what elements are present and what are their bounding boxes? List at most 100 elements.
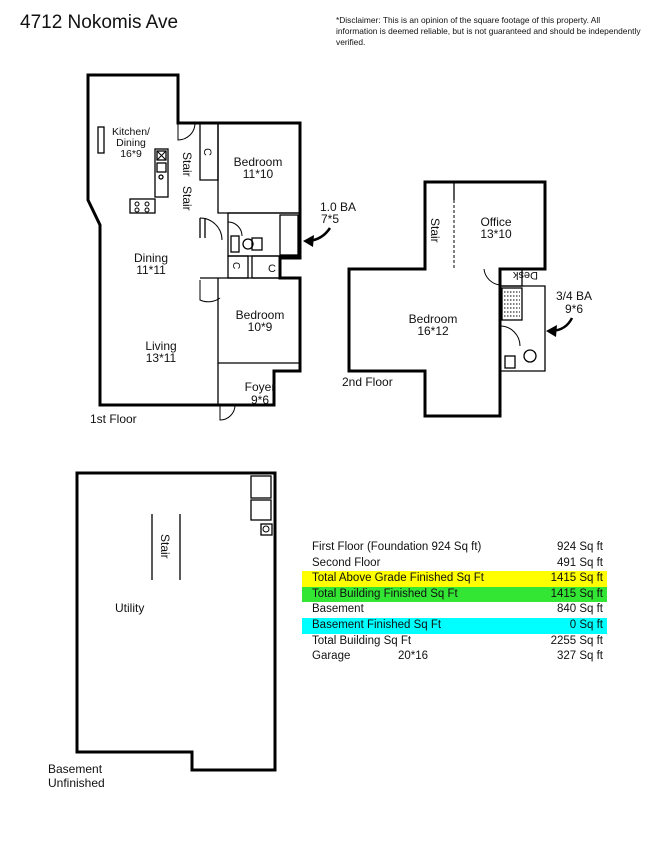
basement-sink-drain <box>262 525 270 533</box>
stair-label-a: Stair <box>180 152 194 177</box>
range-burner-4 <box>144 207 150 213</box>
property-address: 4712 Nokomis Ave <box>20 12 179 33</box>
bedroom-top-label: Bedroom <box>234 155 283 169</box>
stair-lower-wall <box>199 218 206 238</box>
summary-row-label: Total Building Sq Ft <box>312 634 412 647</box>
foyer-label: Foyer <box>245 380 276 394</box>
front-door-swing <box>219 404 236 421</box>
bath2-door-swing <box>499 325 521 347</box>
shower-pattern <box>504 291 520 317</box>
range-burner <box>158 174 164 180</box>
closet-left-label: C <box>230 262 241 269</box>
summary-row-value: 2255 Sq ft <box>550 634 603 647</box>
summary-row-value: 0 Sq ft <box>569 618 603 631</box>
bedroom2-door-swing <box>483 268 501 286</box>
bath2-pointer-arrowhead <box>546 325 557 337</box>
bathtub <box>279 214 299 256</box>
summary-row-value: 327 Sq ft <box>556 650 603 663</box>
summary-row: Basement Finished Sq Ft 0 Sq ft <box>302 617 607 634</box>
desk-label: Desk <box>512 269 538 281</box>
summary-row-label: Garage <box>312 650 351 663</box>
summary-row: Second Floor 491 Sq ft <box>302 556 607 572</box>
basement-appliance-2 <box>250 499 272 521</box>
first-floor-plan: Kitchen/ Dining 16*9 Stair Stair C Bedro… <box>86 73 356 426</box>
kitchen-counter <box>154 148 169 198</box>
summary-row: Total Above Grade Finished Sq Ft 1415 Sq … <box>302 571 607 587</box>
kitchen-sink <box>156 150 167 161</box>
bedroom-bottom-dims: 10*9 <box>248 320 273 334</box>
bath-vanity <box>230 235 240 253</box>
kitchen-door-swing <box>177 122 196 141</box>
bath2-sink <box>504 355 516 369</box>
dining-label: Dining <box>134 251 168 265</box>
square-footage-summary: First Floor (Foundation 924 Sq ft) 924 Sq… <box>302 540 607 665</box>
living-label: Living <box>145 339 176 353</box>
office-label: Office <box>480 215 511 229</box>
first-floor-label: 1st Floor <box>90 412 137 426</box>
bedroom-2f-dims: 16*12 <box>417 324 449 338</box>
summary-row: Basement 840 Sq ft <box>302 602 607 618</box>
range-burner-3 <box>134 207 140 213</box>
summary-row: Total Building Finished Sq Ft 1415 Sq ft <box>302 586 607 603</box>
kitchen-label-line2: Dining <box>116 137 146 149</box>
bedroom-bottom-door <box>199 280 221 303</box>
kitchen-range <box>129 198 156 214</box>
bath-walls <box>500 285 546 372</box>
bath2-toilet <box>523 349 537 363</box>
bath-dims: 7*5 <box>321 212 339 226</box>
first-floor-outline <box>86 73 302 407</box>
basement-plan: Stair Utility Basement Unfinished <box>48 471 277 790</box>
stair-label-b: Stair <box>180 186 194 211</box>
bedroom-bottom-label: Bedroom <box>236 308 285 322</box>
office-dims: 13*10 <box>480 227 512 241</box>
basement-outline <box>75 471 277 772</box>
dining-dims: 11*11 <box>136 263 166 277</box>
bath-2f-label: 3/4 BA <box>556 289 592 303</box>
foyer-dims: 9*6 <box>251 393 269 407</box>
summary-row-label: Second Floor <box>312 556 381 569</box>
second-floor-label: 2nd Floor <box>342 375 393 389</box>
sink-mark <box>156 150 167 161</box>
summary-row-value: 1415 Sq ft <box>550 572 603 585</box>
summary-row-value: 491 Sq ft <box>556 556 603 569</box>
kitchen-label: Kitchen/ <box>112 126 150 138</box>
closet-top-label: C <box>201 148 213 156</box>
utility-label: Utility <box>115 601 144 615</box>
dishwasher <box>156 162 167 173</box>
disclaimer-text: *Disclaimer: This is an opinion of the s… <box>336 15 641 47</box>
summary-row-value: 1415 Sq ft <box>550 587 603 600</box>
basement-stair-label: Stair <box>158 534 172 559</box>
bedroom-top-dims: 11*10 <box>243 167 274 181</box>
living-dims: 13*11 <box>146 351 177 365</box>
stair-label-2f: Stair <box>428 218 442 243</box>
summary-row-label: First Floor (Foundation 924 Sq ft) <box>312 541 482 553</box>
second-floor-outline <box>347 180 547 418</box>
summary-row: First Floor (Foundation 924 Sq ft) 924 Sq… <box>302 540 607 556</box>
bath-toilet <box>242 238 254 250</box>
bath-label: 1.0 BA <box>320 200 356 214</box>
stair-door-swing <box>199 217 223 241</box>
bath-2f-dims: 9*6 <box>565 302 583 316</box>
kitchen-window <box>97 126 105 154</box>
summary-row-value: 840 Sq ft <box>556 603 603 616</box>
summary-row-label: Total Above Grade Finished Sq Ft <box>312 572 484 585</box>
second-floor-plan: Stair Office 13*10 Desk Bedroom 16*12 3/… <box>342 180 592 418</box>
basement-unfinished-label: Unfinished <box>48 776 105 790</box>
range-burner-2 <box>144 201 150 207</box>
summary-row: Total Building Sq Ft 2255 Sq ft <box>302 634 607 650</box>
basement-label: Basement <box>48 762 103 776</box>
bath-sink <box>251 237 263 251</box>
summary-row-label: Basement Finished Sq Ft <box>312 618 442 631</box>
bedroom-2f-label: Bedroom <box>409 312 458 326</box>
closet-right-label: C <box>268 263 276 275</box>
bath-pointer-arrowhead <box>303 235 314 247</box>
shower <box>501 287 523 321</box>
basement-appliance-1 <box>250 475 272 499</box>
kitchen-dims: 16*9 <box>120 148 142 160</box>
summary-row-label: Basement <box>312 603 364 616</box>
bath-door-swing <box>227 221 243 237</box>
summary-row-label: Total Building Finished Sq Ft <box>312 587 458 600</box>
summary-row-value: 924 Sq ft <box>556 541 603 553</box>
